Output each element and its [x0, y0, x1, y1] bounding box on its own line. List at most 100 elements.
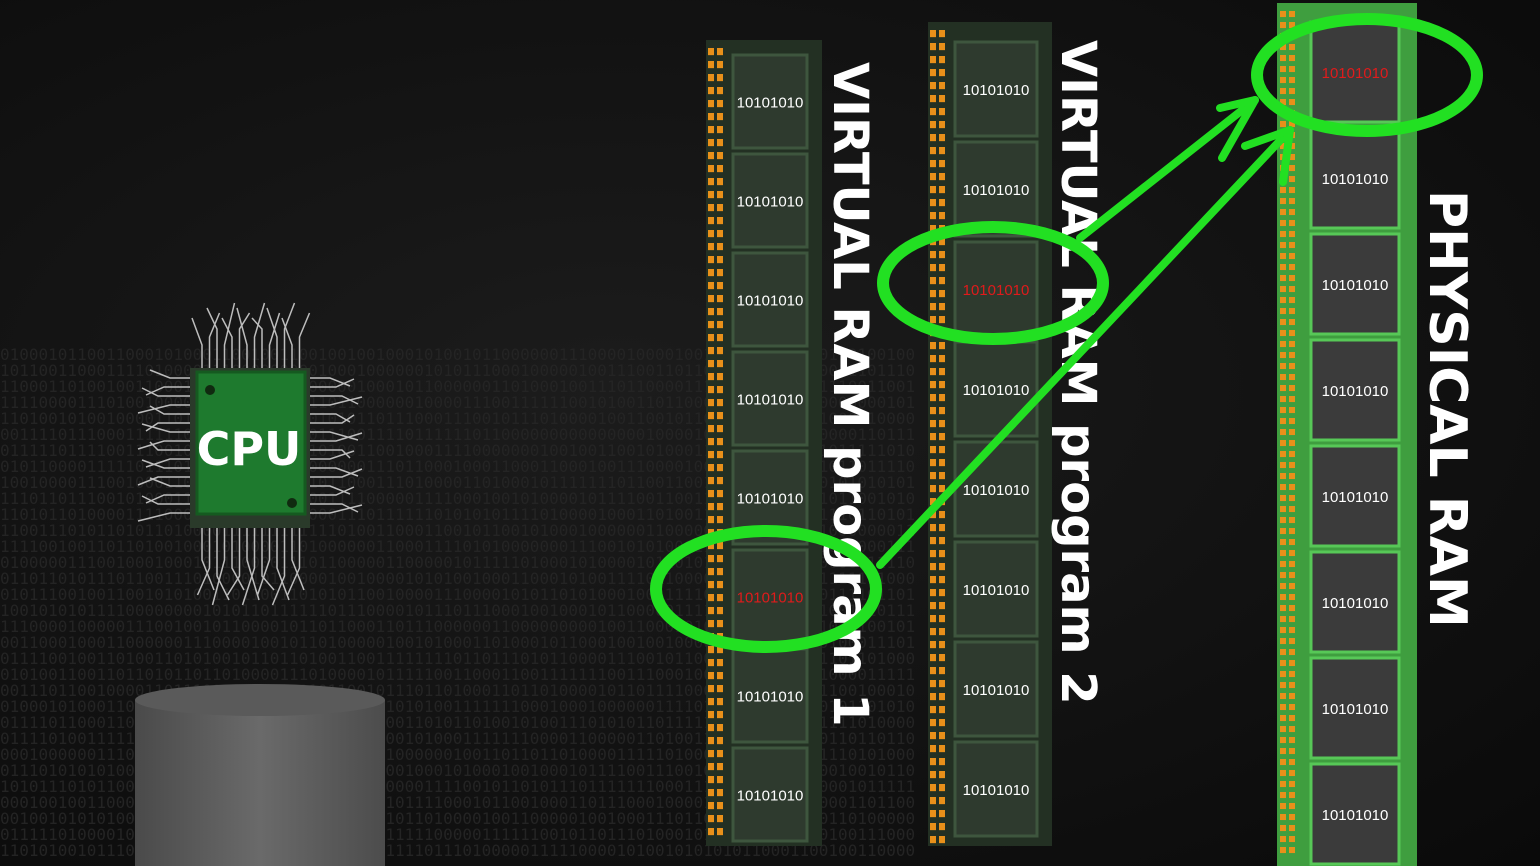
ram-pin — [1289, 539, 1295, 546]
ram-pin — [930, 316, 936, 324]
ram-pin — [930, 394, 936, 402]
ram-pin — [930, 225, 936, 233]
ram-pin — [1289, 836, 1295, 843]
cpu-wire — [211, 528, 226, 606]
ram-pin — [1280, 88, 1286, 95]
ram-pin — [717, 74, 723, 82]
cpu-wire — [310, 414, 355, 424]
ram-pin — [1289, 528, 1295, 535]
ram-pin — [1280, 462, 1286, 469]
ram-pin — [717, 490, 723, 498]
ram-pin — [1280, 605, 1286, 612]
ram-pin — [1289, 770, 1295, 777]
ram-pin — [1289, 638, 1295, 645]
ram-pin — [717, 464, 723, 472]
ram-pin — [1280, 352, 1286, 359]
ram-pin — [708, 815, 714, 823]
ram-pin — [939, 264, 945, 272]
cpu-wire — [226, 528, 241, 596]
ram-pin — [930, 407, 936, 415]
ram-pin — [717, 295, 723, 303]
ram-pin — [930, 43, 936, 51]
ram-pin — [1280, 825, 1286, 832]
ram-pin — [939, 641, 945, 649]
ram-cell-value: 10101010 — [737, 590, 804, 607]
ram-pin — [1280, 803, 1286, 810]
ram-pin — [708, 555, 714, 563]
ram-pin — [708, 165, 714, 173]
cpu-wire — [231, 528, 245, 591]
ram-pin — [1289, 495, 1295, 502]
ram-pin — [717, 230, 723, 238]
cpu-wire — [271, 528, 286, 606]
ram-pin — [717, 503, 723, 511]
ram-cell-value: 10101010 — [1322, 489, 1389, 506]
ram-pin — [717, 828, 723, 836]
ram-pin — [930, 82, 936, 90]
ram-pin — [717, 386, 723, 394]
ram-cell-value: 10101010 — [963, 382, 1030, 399]
ram-pin — [1289, 264, 1295, 271]
ram-pin — [717, 204, 723, 212]
ram-pin — [708, 178, 714, 186]
ram-pin — [1289, 715, 1295, 722]
cpu-dot-top — [205, 385, 215, 395]
ram-pin — [717, 399, 723, 407]
ram-pin — [939, 433, 945, 441]
ram-pin — [939, 550, 945, 558]
ram-cell-value: 10101010 — [1322, 277, 1389, 294]
ram-pin — [717, 724, 723, 732]
ram-pin — [930, 732, 936, 740]
ram-pin — [717, 568, 723, 576]
ram-cell-value: 10101010 — [737, 293, 804, 310]
ram-pin — [708, 386, 714, 394]
ram-pin — [1289, 99, 1295, 106]
ram-pin — [939, 602, 945, 610]
ram-pin — [708, 321, 714, 329]
ram-pin — [1280, 495, 1286, 502]
ram-pin — [717, 308, 723, 316]
ram-cell — [731, 548, 809, 645]
ram-pin — [1280, 627, 1286, 634]
ram-pin — [1280, 726, 1286, 733]
ram-pin — [1280, 649, 1286, 656]
ram-pin — [1289, 44, 1295, 51]
ram-pin — [930, 576, 936, 584]
ram-pin — [930, 693, 936, 701]
ram-pin — [708, 659, 714, 667]
ram-pin — [930, 771, 936, 779]
ram-pin — [1280, 715, 1286, 722]
ram-pin — [708, 61, 714, 69]
ram-pin — [930, 303, 936, 311]
ram-pin — [939, 706, 945, 714]
ram-pin — [939, 654, 945, 662]
ram-pin — [717, 555, 723, 563]
arrow-ram2-to-physical — [1076, 96, 1259, 242]
ram-pin — [717, 217, 723, 225]
ram-pin — [1280, 44, 1286, 51]
ram-pin — [717, 620, 723, 628]
ram-pin — [1280, 220, 1286, 227]
ram-pin — [717, 113, 723, 121]
ram-pin — [930, 836, 936, 844]
ram-pin — [939, 459, 945, 467]
cpu-wire — [310, 378, 355, 388]
ram-pin — [708, 477, 714, 485]
ram-pin — [939, 732, 945, 740]
ram-pin — [1289, 55, 1295, 62]
ram-pin — [1280, 704, 1286, 711]
ram-pin — [939, 719, 945, 727]
ram-pin — [708, 620, 714, 628]
ram-pin — [930, 199, 936, 207]
ram-pin — [1280, 693, 1286, 700]
ram-pin — [939, 394, 945, 402]
ram-pin — [1289, 671, 1295, 678]
ram-pin — [708, 191, 714, 199]
ram-pin — [930, 212, 936, 220]
ram-pin — [1289, 275, 1295, 282]
ram-pin — [1280, 748, 1286, 755]
ram-pin — [1289, 693, 1295, 700]
ram-pin — [1280, 209, 1286, 216]
ram-pin — [939, 69, 945, 77]
ram-pin — [930, 758, 936, 766]
